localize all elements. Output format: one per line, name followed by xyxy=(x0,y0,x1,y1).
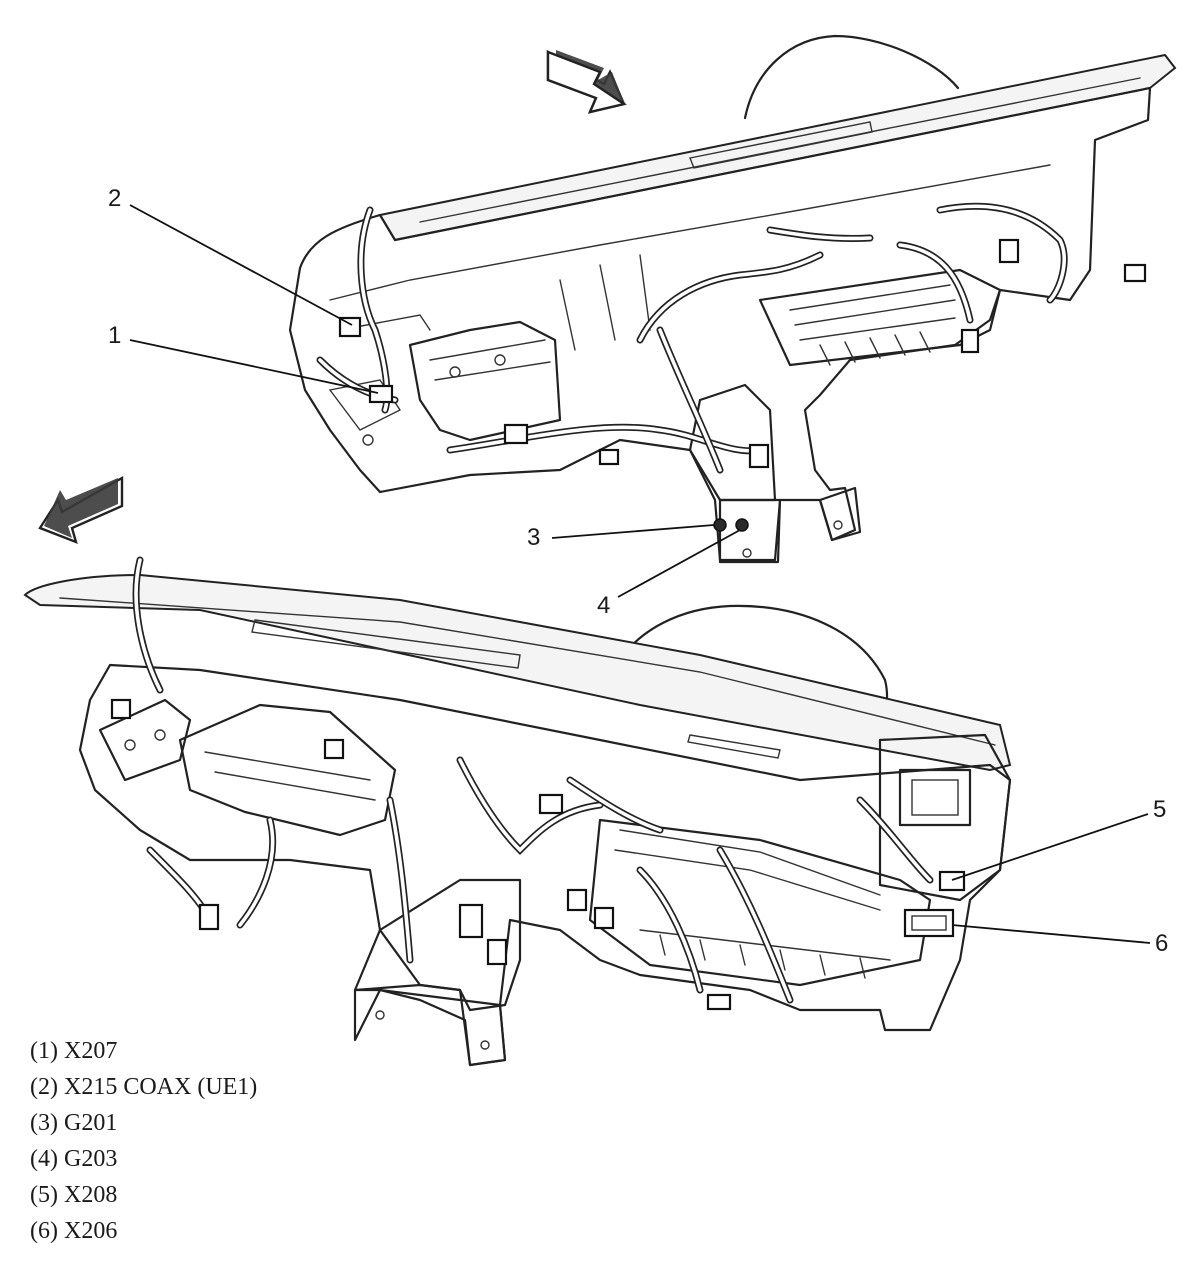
leader-2 xyxy=(129,204,353,326)
connector-x206 xyxy=(903,908,955,938)
leader-1 xyxy=(129,339,379,394)
lower-airbag-module xyxy=(178,703,397,837)
lower-instrument-panel-view xyxy=(23,556,1012,1067)
connector-legend: (1) X207 (2) X215 COAX (UE1) (3) G201 (4… xyxy=(30,1033,257,1249)
lower-windshield-outline xyxy=(618,604,889,727)
callout-number-5: 5 xyxy=(1153,796,1167,823)
upper-glovebox-area xyxy=(758,268,1002,367)
connector-x207 xyxy=(368,384,394,404)
leader-6 xyxy=(951,924,1151,944)
upper-instrument-panel-view xyxy=(288,34,1177,564)
lower-right-end-module xyxy=(878,733,1012,902)
callout-number-1: 1 xyxy=(108,322,122,349)
legend-item: (5) X208 xyxy=(30,1182,118,1208)
callout-leaders xyxy=(129,204,1151,944)
callout-number-4: 4 xyxy=(597,592,611,619)
callout-number-6: 6 xyxy=(1155,930,1169,957)
upper-defrost-vent xyxy=(689,121,873,169)
ground-g203 xyxy=(735,518,749,532)
ground-g201 xyxy=(713,518,727,532)
leader-4 xyxy=(617,529,741,598)
callout-number-3: 3 xyxy=(527,524,541,551)
legend-item: (2) X215 COAX (UE1) xyxy=(30,1074,258,1100)
legend-item: (6) X206 xyxy=(30,1218,118,1244)
lower-defrost-vent xyxy=(251,619,521,669)
leader-3 xyxy=(551,524,715,539)
legend-item: (1) X207 xyxy=(30,1038,118,1064)
forward-direction-arrow-icon xyxy=(38,475,124,544)
lower-dash-pad xyxy=(23,573,1012,772)
upper-left-bracket xyxy=(328,379,402,431)
lower-left-bracket xyxy=(98,698,192,782)
legend-item: (3) G201 xyxy=(30,1110,118,1136)
upper-airbag-module xyxy=(408,320,562,442)
lower-glovebox xyxy=(588,818,932,987)
legend-item: (4) G203 xyxy=(30,1146,118,1172)
connector-x215 xyxy=(338,316,362,338)
callout-number-2: 2 xyxy=(108,185,122,212)
upper-dash-pad xyxy=(378,53,1177,242)
upper-windshield-outline xyxy=(743,34,960,120)
leader-5 xyxy=(951,813,1149,881)
forward-direction-arrow-icon xyxy=(546,49,627,114)
connector-x208 xyxy=(938,870,966,892)
